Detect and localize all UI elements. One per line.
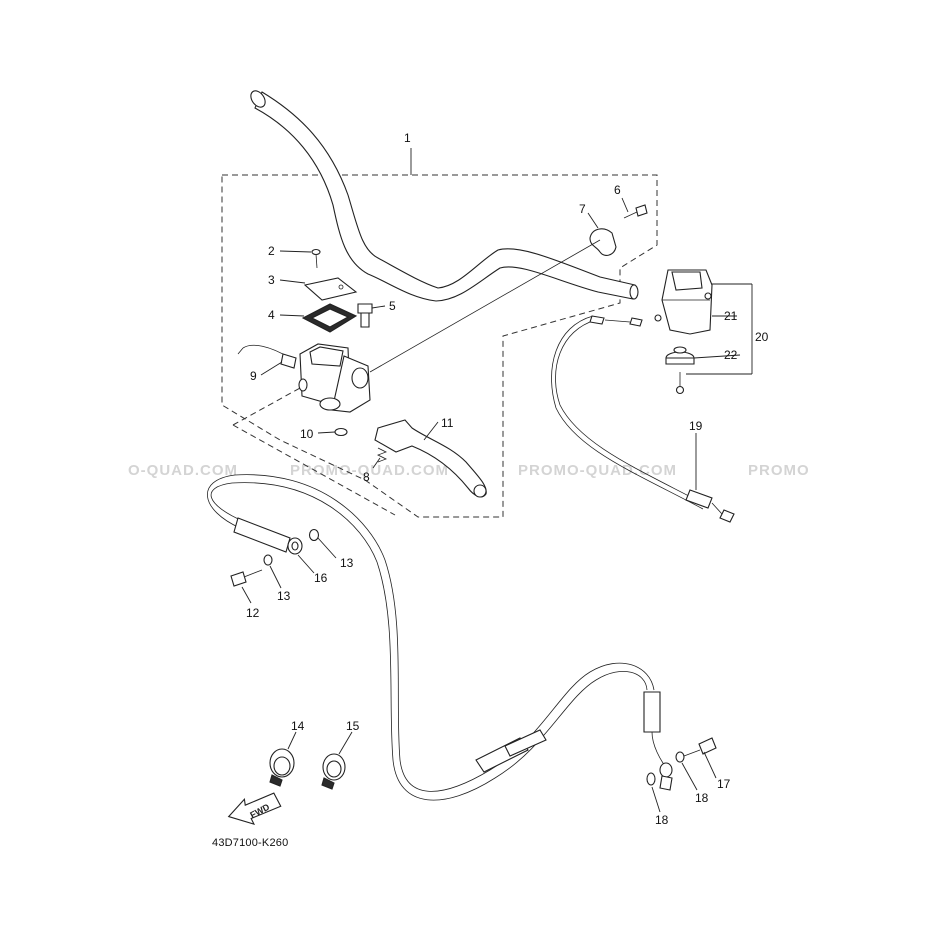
watermark-text-1: O-QUAD.COM — [128, 462, 238, 479]
watermark-text-3: PROMO-QUAD.COM — [518, 462, 677, 479]
washer-icon — [308, 528, 320, 542]
lever-nut — [334, 427, 348, 437]
watermark-text-2: PROMO-QUAD.COM — [290, 462, 449, 479]
brake-lever-icon — [374, 419, 487, 498]
banjo-union — [287, 537, 303, 555]
callout-12: 12 — [246, 606, 260, 620]
callout-13a: 13 — [340, 556, 354, 570]
callout-labels: 1 2 3 4 5 6 7 8 9 10 11 12 13 13 14 15 1… — [246, 131, 769, 827]
screw-icon — [675, 372, 685, 395]
callout-4: 4 — [268, 308, 275, 322]
holder-bolt — [623, 204, 648, 219]
hose-clamp-icon — [321, 753, 346, 790]
brake-hose-icon — [207, 474, 669, 801]
union-seal — [298, 378, 308, 392]
brake-switch — [237, 344, 297, 369]
throttle-cover — [665, 346, 695, 365]
hose-clamp-icon — [269, 748, 295, 787]
callout-8: 8 — [363, 470, 370, 484]
leader-lines — [241, 197, 753, 813]
callout-16: 16 — [314, 571, 328, 585]
diaphragm — [301, 303, 358, 333]
part-code: 43D7100-K260 — [212, 837, 288, 849]
throttle-housing-icon — [654, 269, 713, 335]
callout-21: 21 — [724, 309, 738, 323]
callout-9: 9 — [250, 369, 257, 383]
callout-5: 5 — [389, 299, 396, 313]
callout-7: 7 — [579, 202, 586, 216]
screw-icon — [311, 248, 321, 269]
callout-18b: 18 — [655, 813, 669, 827]
callout-17: 17 — [717, 777, 731, 791]
spring — [377, 447, 387, 463]
washer-icon — [263, 554, 273, 566]
washer-icon — [646, 772, 656, 786]
reservoir-cap — [303, 277, 358, 301]
union-bolt-icon — [683, 737, 717, 757]
master-cylinder-icon — [299, 239, 601, 413]
callout-18a: 18 — [695, 791, 709, 805]
callout-14: 14 — [291, 719, 305, 733]
callout-22: 22 — [724, 348, 738, 362]
cap-hole — [338, 284, 344, 290]
callout-3: 3 — [268, 273, 275, 287]
throttle-cable-icon — [551, 315, 735, 523]
washer-icon — [675, 751, 685, 763]
assembly-boundary — [221, 148, 658, 518]
fwd-arrow-icon: FWD — [227, 792, 282, 826]
callout-20: 20 — [755, 330, 769, 344]
callout-6: 6 — [614, 183, 621, 197]
callout-15: 15 — [346, 719, 360, 733]
callout-1: 1 — [404, 131, 411, 145]
hose-end-fitting — [659, 762, 673, 791]
lever-bolt — [357, 303, 373, 328]
watermark: O-QUAD.COM PROMO-QUAD.COM PROMO-QUAD.COM… — [128, 462, 810, 479]
union-bolt-icon — [230, 569, 263, 587]
master-cylinder-holder — [589, 228, 617, 256]
callout-13b: 13 — [277, 589, 291, 603]
callout-10: 10 — [300, 427, 314, 441]
callout-19: 19 — [689, 419, 703, 433]
watermark-text-4: PROMO — [748, 462, 810, 479]
callout-11: 11 — [441, 416, 454, 430]
callout-2: 2 — [268, 244, 275, 258]
handlebar-icon — [250, 90, 639, 302]
